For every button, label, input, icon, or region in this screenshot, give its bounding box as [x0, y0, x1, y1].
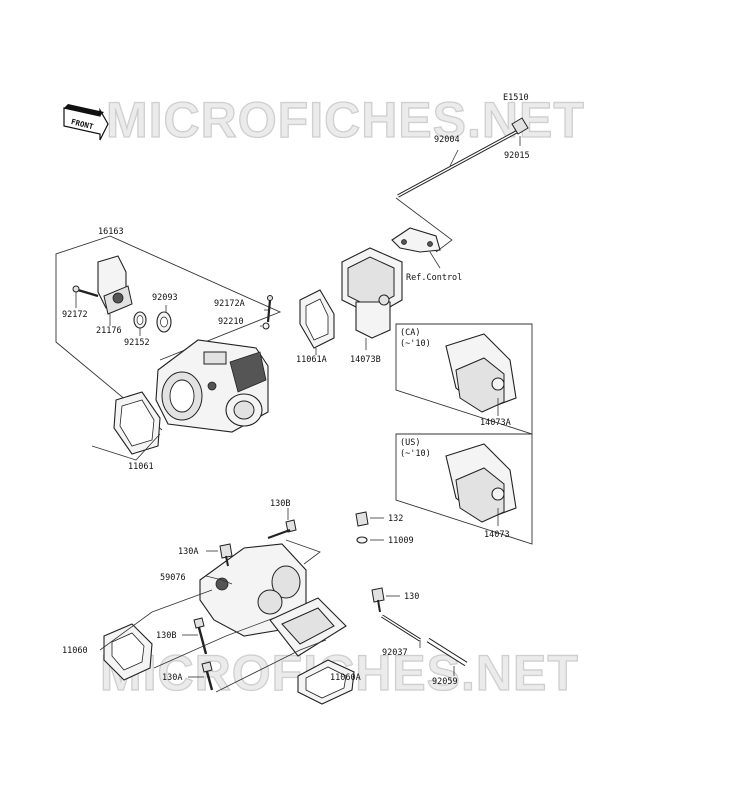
label-130: 130: [404, 592, 419, 602]
variant-box-us: [395, 433, 533, 545]
label-11060: 11060: [62, 646, 88, 656]
label-59076: 59076: [160, 573, 186, 583]
label-92172A: 92172A: [214, 299, 245, 309]
label-11009: 11009: [388, 536, 414, 546]
label-92210: 92210: [218, 317, 244, 327]
label-11061A: 11061A: [296, 355, 327, 365]
label-130B-bottom: 130B: [156, 631, 176, 641]
label-130A-top: 130A: [178, 547, 198, 557]
rod-92037: [381, 614, 421, 642]
label-21176: 21176: [96, 326, 122, 336]
label-11061: 11061: [128, 462, 154, 472]
variant-us-years: (~'10): [400, 449, 431, 459]
throttle-sensor: [97, 255, 133, 315]
variant-us-region: (US): [400, 438, 420, 448]
intake-duct-main: [341, 247, 403, 339]
label-92152: 92152: [124, 338, 150, 348]
leader-92004: [449, 149, 459, 167]
washer-92210: [262, 322, 270, 330]
label-92093: 92093: [152, 293, 178, 303]
label-14073: 14073: [484, 530, 510, 540]
assembly-bracket-16163: [55, 235, 163, 431]
label-92037: 92037: [382, 648, 408, 658]
lower-housing: [199, 543, 347, 657]
leader-ref-label: [429, 251, 441, 269]
bolt-130A-top: [219, 543, 233, 567]
washer-11009: [356, 536, 368, 544]
washer-92093: [156, 311, 172, 333]
label-92004: 92004: [434, 135, 460, 145]
label-92172: 92172: [62, 310, 88, 320]
gasket-upper: [299, 289, 335, 349]
label-16163: 16163: [98, 227, 124, 237]
screw-92172A: [266, 295, 273, 323]
diagram-code: E1510: [503, 93, 529, 103]
label-14073B: 14073B: [350, 355, 381, 365]
front-arrow-icon: FRONT: [63, 104, 109, 141]
leader-59076: [205, 575, 233, 585]
bolt-130B-bottom: [193, 617, 208, 655]
variant-ca-years: (~'10): [400, 339, 431, 349]
label-11060A: 11060A: [330, 673, 361, 683]
gasket-lower: [113, 391, 161, 455]
variant-ca-region: (CA): [400, 328, 420, 338]
bolt-92172: [72, 285, 99, 298]
bolt-130: [371, 587, 385, 613]
watermark-bottom: MICROFICHES.NET: [100, 645, 579, 701]
throttle-body: [155, 339, 269, 433]
label-132: 132: [388, 514, 403, 524]
leader-11060-lower: [153, 617, 275, 669]
leader-11061: [91, 433, 161, 461]
ref-label: Ref.Control: [406, 273, 462, 283]
control-bracket: [391, 227, 441, 253]
label-14073A: 14073A: [480, 418, 511, 428]
intake-duct-ca: [445, 333, 517, 413]
bolt-130A-bottom: [201, 661, 214, 691]
leader-11060A: [215, 639, 327, 693]
bolt-130B-top: [267, 519, 297, 539]
pipe-92059: [426, 637, 468, 667]
o-ring-92152: [133, 311, 147, 329]
label-130B-top: 130B: [270, 499, 290, 509]
bolt-132: [355, 511, 369, 527]
leader-ref-control: [395, 197, 453, 253]
leader-11060: [99, 589, 213, 651]
label-92059: 92059: [432, 677, 458, 687]
long-bolt: [397, 117, 529, 198]
label-92015: 92015: [504, 151, 530, 161]
gasket-11060A: [297, 659, 355, 705]
watermark-top: MICROFICHES.NET: [106, 92, 585, 148]
leader-housing-top: [285, 539, 321, 565]
intake-duct-us: [445, 443, 517, 523]
label-130A-bottom: 130A: [162, 673, 182, 683]
